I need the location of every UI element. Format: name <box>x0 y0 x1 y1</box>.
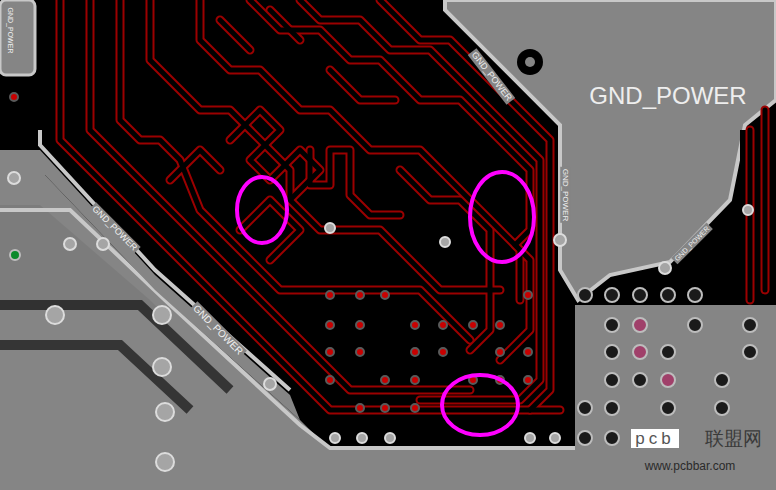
net-label: GND_POWER <box>7 5 16 55</box>
watermark-text: 联盟网 <box>703 428 764 449</box>
watermark-logo: pcb <box>631 429 678 448</box>
net-label: GND_POWER <box>560 167 570 223</box>
pour-net-name: GND_POWER <box>587 83 748 109</box>
watermark-url: www.pcbbar.com <box>643 459 738 473</box>
